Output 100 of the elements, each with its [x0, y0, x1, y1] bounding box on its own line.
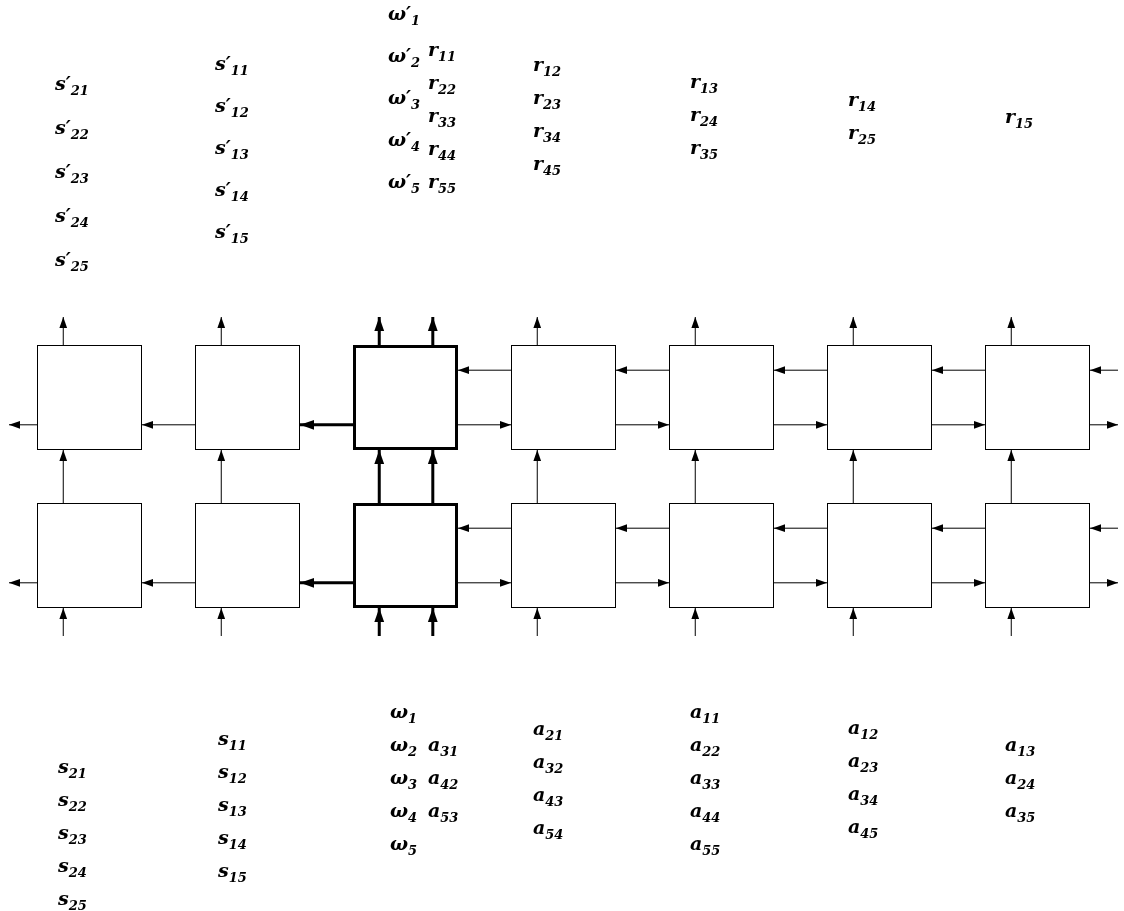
math-label: ω$_{5}$	[390, 832, 418, 860]
math-label: a$_{11}$	[690, 700, 721, 728]
arrow	[59, 449, 68, 504]
math-label: ω′$_{5}$	[388, 170, 421, 198]
math-label: a$_{55}$	[690, 832, 721, 860]
math-label: ω$_{2}$	[390, 733, 418, 761]
math-label: a$_{53}$	[428, 799, 459, 827]
arrow	[457, 420, 512, 429]
math-label: s$_{25}$	[58, 887, 87, 911]
arrow	[533, 316, 542, 346]
arrow	[849, 316, 858, 346]
math-label: s$_{21}$	[58, 755, 87, 783]
arrow	[849, 449, 858, 504]
math-label: a$_{42}$	[428, 766, 459, 794]
math-label: ω′$_{3}$	[388, 86, 421, 114]
math-label: r$_{23}$	[533, 86, 562, 114]
math-label: a$_{33}$	[690, 766, 721, 794]
arrow	[691, 607, 700, 637]
arrow	[773, 366, 828, 375]
processing-cell	[511, 345, 616, 450]
arrow	[457, 524, 512, 533]
math-label: ω′$_{4}$	[388, 128, 421, 156]
math-label: r$_{25}$	[848, 121, 877, 149]
arrow	[931, 420, 986, 429]
arrow	[374, 450, 385, 503]
arrow	[141, 420, 196, 429]
math-label: r$_{55}$	[428, 170, 457, 198]
math-label: r$_{34}$	[533, 119, 562, 147]
math-label: ω$_{3}$	[390, 766, 418, 794]
processing-cell	[37, 345, 142, 450]
arrow	[615, 524, 670, 533]
math-label: r$_{14}$	[848, 88, 877, 116]
arrow	[1007, 449, 1016, 504]
math-label: s$_{23}$	[58, 821, 87, 849]
math-label: r$_{35}$	[690, 136, 719, 164]
math-label: r$_{15}$	[1005, 105, 1034, 133]
arrow	[374, 317, 385, 345]
math-label: s$_{22}$	[58, 788, 87, 816]
processing-cell	[353, 503, 458, 608]
arrow	[931, 578, 986, 587]
arrow	[533, 607, 542, 637]
arrow	[300, 419, 353, 430]
arrow	[691, 449, 700, 504]
arrow	[615, 420, 670, 429]
arrow	[1089, 524, 1119, 533]
math-label: s′$_{11}$	[215, 52, 249, 80]
math-label: a$_{13}$	[1005, 733, 1036, 761]
math-label: r$_{12}$	[533, 53, 562, 81]
math-label: r$_{44}$	[428, 137, 457, 165]
math-label: ω′$_{2}$	[388, 44, 421, 72]
math-label: r$_{33}$	[428, 104, 457, 132]
math-label: a$_{21}$	[533, 717, 564, 745]
arrow	[615, 366, 670, 375]
math-label: s$_{12}$	[218, 760, 247, 788]
math-label: s′$_{25}$	[55, 248, 89, 276]
arrow	[1089, 366, 1119, 375]
arrow	[931, 524, 986, 533]
math-label: r$_{11}$	[428, 38, 457, 66]
math-label: a$_{23}$	[848, 749, 879, 777]
arrow	[615, 578, 670, 587]
arrow	[217, 449, 226, 504]
arrow	[300, 577, 353, 588]
arrow	[1007, 316, 1016, 346]
math-label: ω$_{1}$	[390, 700, 418, 728]
math-label: a$_{22}$	[690, 733, 721, 761]
arrow	[457, 366, 512, 375]
math-label: s′$_{12}$	[215, 94, 249, 122]
math-label: a$_{43}$	[533, 783, 564, 811]
arrow	[1089, 420, 1119, 429]
math-label: a$_{34}$	[848, 782, 879, 810]
math-label: ω′$_{1}$	[388, 2, 421, 30]
processing-cell	[511, 503, 616, 608]
math-label: s′$_{14}$	[215, 178, 249, 206]
processing-cell	[669, 503, 774, 608]
arrow	[773, 420, 828, 429]
math-label: a$_{54}$	[533, 816, 564, 844]
arrow	[141, 578, 196, 587]
math-label: a$_{24}$	[1005, 766, 1036, 794]
arrow	[217, 607, 226, 637]
math-label: a$_{44}$	[690, 799, 721, 827]
math-label: s$_{15}$	[218, 859, 247, 887]
math-label: s$_{24}$	[58, 854, 87, 882]
processing-cell	[195, 503, 300, 608]
math-label: a$_{45}$	[848, 815, 879, 843]
math-label: a$_{32}$	[533, 750, 564, 778]
math-label: a$_{35}$	[1005, 799, 1036, 827]
math-label: s$_{13}$	[218, 793, 247, 821]
arrow	[59, 607, 68, 637]
arrow	[691, 316, 700, 346]
math-label: r$_{24}$	[690, 103, 719, 131]
processing-cell	[827, 503, 932, 608]
processing-cell	[985, 345, 1090, 450]
arrow	[533, 449, 542, 504]
math-label: r$_{13}$	[690, 70, 719, 98]
arrow	[217, 316, 226, 346]
arrow	[427, 450, 438, 503]
math-label: s$_{14}$	[218, 826, 247, 854]
processing-cell	[195, 345, 300, 450]
math-label: s′$_{23}$	[55, 160, 89, 188]
arrow	[931, 366, 986, 375]
